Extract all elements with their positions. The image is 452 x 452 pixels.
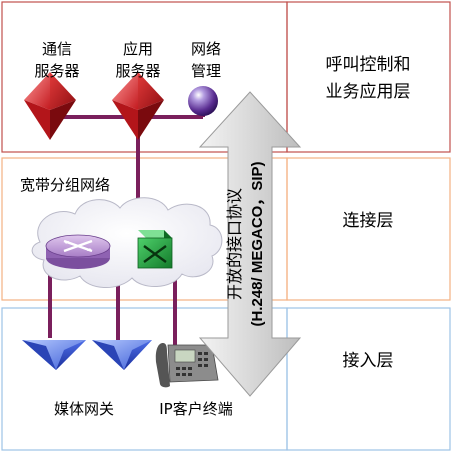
layer-bottom-frame xyxy=(1,307,451,451)
ip-client-label: IP客户终端 xyxy=(159,400,232,418)
media-gateway-pyramid-icon-1 xyxy=(22,340,86,370)
comm-server-label-line1: 通信 xyxy=(42,40,72,58)
network-mgmt-label-line2: 管理 xyxy=(191,62,221,80)
app-server-label-line1: 应用 xyxy=(123,40,153,58)
layer-middle-label: 连接层 xyxy=(343,211,394,231)
media-gateway-label: 媒体网关 xyxy=(54,400,114,418)
ip-phone-icon xyxy=(155,343,219,388)
comm-server-icon xyxy=(24,72,76,140)
switch-icon xyxy=(137,230,173,269)
layer-top-label-line1: 呼叫控制和 xyxy=(326,55,411,75)
network-mgmt-label-line1: 网络 xyxy=(191,40,221,58)
protocol-arrow-text-2: (H.248/ MEGACO，SIP) xyxy=(249,161,266,326)
protocol-line2: (H.248/ MEGACO，SIP) xyxy=(249,161,266,326)
layer-bottom-label: 接入层 xyxy=(343,351,394,371)
media-gateway-pyramid-icon-2 xyxy=(92,340,152,370)
layer-top-label-line2: 业务应用层 xyxy=(326,82,411,102)
broadband-network-title: 宽带分组网络 xyxy=(20,176,110,194)
layer-top-frame xyxy=(1,1,451,153)
app-server-icon xyxy=(112,72,164,140)
router-icon xyxy=(45,234,111,269)
protocol-line1: 开放的接口协议 xyxy=(225,188,244,300)
comm-server-label-line2: 服务器 xyxy=(34,62,79,80)
protocol-arrow-text: 开放的接口协议 xyxy=(225,188,244,300)
layer-middle-frame xyxy=(1,157,451,301)
app-server-label-line2: 服务器 xyxy=(115,62,160,80)
network-mgmt-sphere-icon xyxy=(188,86,218,116)
protocol-double-arrow xyxy=(198,91,302,397)
